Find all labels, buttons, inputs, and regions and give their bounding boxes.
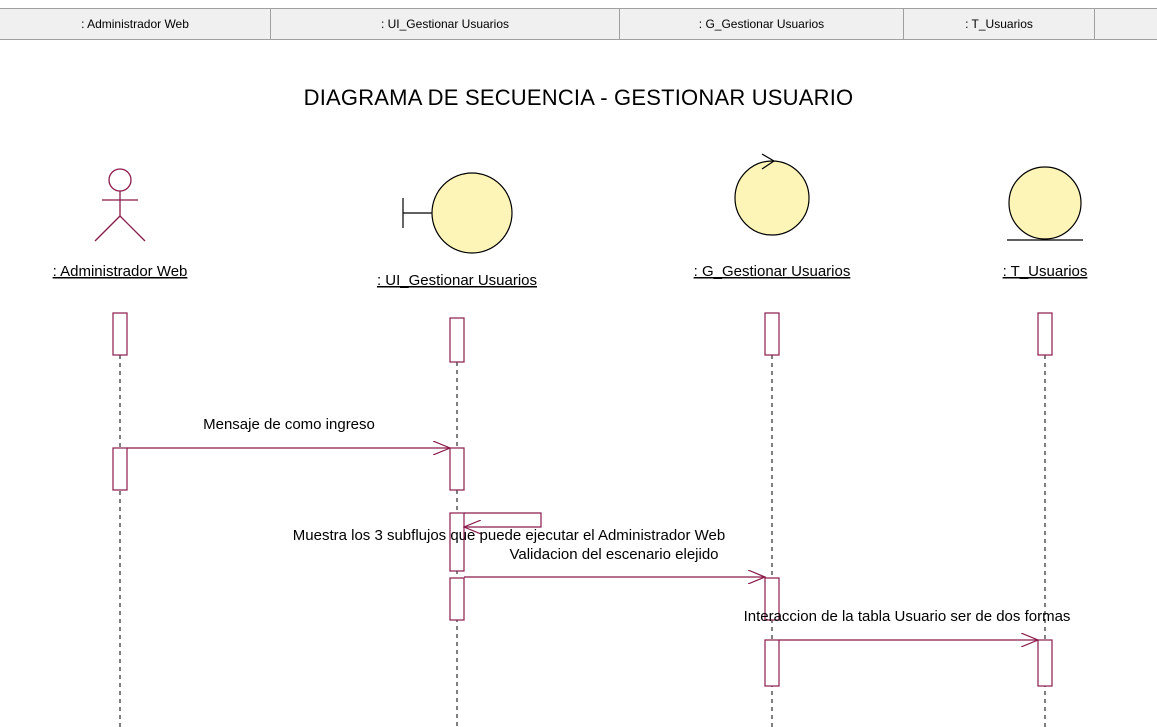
- activation-box: [449, 447, 465, 491]
- activation-box: [449, 317, 465, 363]
- message-label-subflujos: Muestra los 3 subflujos que puede ejecut…: [293, 527, 725, 544]
- lifeline-label-ui-gestionar: : UI_Gestionar Usuarios: [377, 272, 537, 289]
- activation-box: [112, 312, 128, 356]
- lifeline-label-t-usuarios: : T_Usuarios: [1003, 263, 1088, 280]
- lifeline-header-bar: : Administrador Web : UI_Gestionar Usuar…: [0, 8, 1157, 40]
- lifeline-label-g-gestionar: : G_Gestionar Usuarios: [694, 263, 851, 280]
- activation-box: [1037, 312, 1053, 356]
- control-icon: [734, 153, 810, 236]
- actor-icon: [94, 168, 146, 242]
- boundary-icon: [402, 172, 513, 254]
- message-label-interaccion: Interaccion de la tabla Usuario ser de d…: [744, 608, 1071, 625]
- header-cell-ui-gestionar[interactable]: : UI_Gestionar Usuarios: [271, 9, 620, 39]
- message-label-ingreso: Mensaje de como ingreso: [203, 416, 375, 433]
- activation-box: [764, 312, 780, 356]
- activation-box: [764, 577, 780, 621]
- header-cell-g-gestionar[interactable]: : G_Gestionar Usuarios: [620, 9, 904, 39]
- activation-box: [449, 512, 465, 572]
- diagram-title: DIAGRAMA DE SECUENCIA - GESTIONAR USUARI…: [303, 85, 854, 110]
- activation-box: [1037, 639, 1053, 687]
- lifeline-label-administrador: : Administrador Web: [53, 263, 188, 280]
- message-label-validacion: Validacion del escenario elejido: [509, 546, 718, 563]
- message-arrow-self-subflujos: [464, 512, 542, 527]
- activation-box: [764, 639, 780, 687]
- header-cell-administrador[interactable]: : Administrador Web: [0, 9, 271, 39]
- activation-box: [449, 577, 465, 621]
- activation-box: [112, 447, 128, 491]
- header-cell-t-usuarios[interactable]: : T_Usuarios: [904, 9, 1095, 39]
- entity-icon: [1007, 166, 1083, 241]
